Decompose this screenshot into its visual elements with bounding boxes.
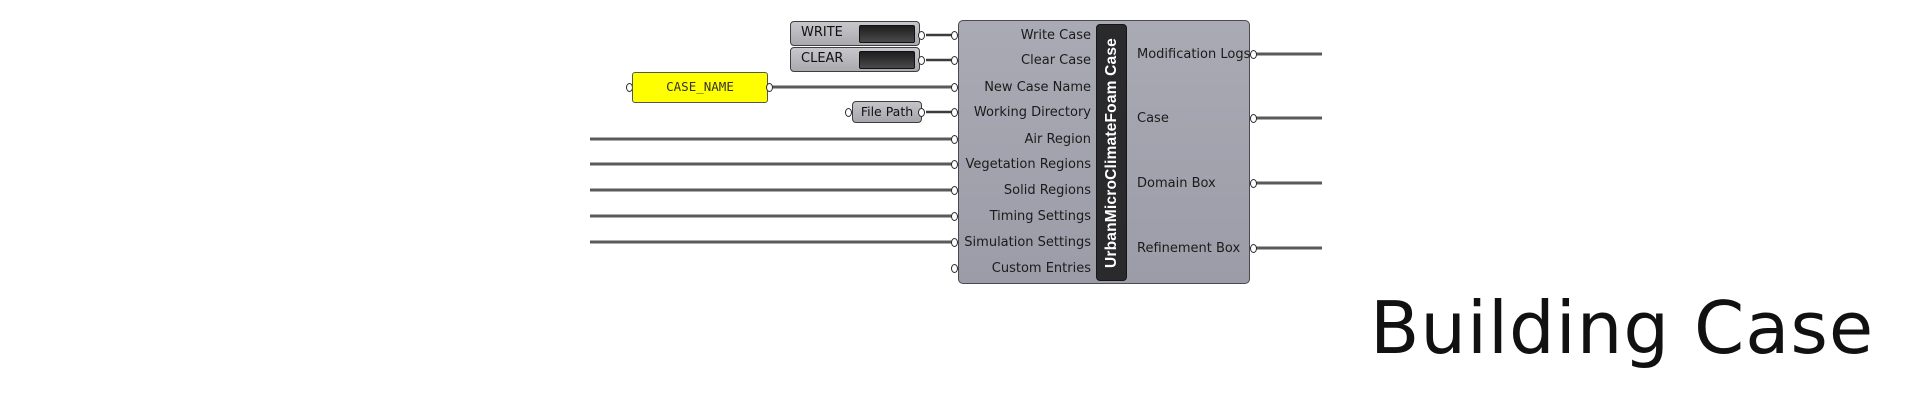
- input-air-region[interactable]: Air Region: [1024, 132, 1092, 147]
- write-toggle[interactable]: WRITE: [790, 21, 920, 46]
- input-clear-case[interactable]: Clear Case: [1021, 53, 1091, 68]
- input-solid-regions[interactable]: Solid Regions: [1003, 183, 1091, 198]
- output-refinement-box[interactable]: Refinement Box: [1137, 241, 1241, 256]
- grip-out-case[interactable]: [1250, 114, 1257, 123]
- component-title-strip[interactable]: UrbanMicroClimateFoam Case: [1096, 24, 1127, 281]
- input-simulation-settings[interactable]: Simulation Settings: [964, 235, 1091, 250]
- file-path-label: File Path: [860, 104, 914, 119]
- grip-in-write-case[interactable]: [951, 31, 958, 40]
- input-vegetation-regions[interactable]: Vegetation Regions: [965, 157, 1091, 172]
- page-title: Building Case: [1370, 286, 1875, 370]
- grip-out-refinement-box[interactable]: [1250, 244, 1257, 253]
- file-path-input-grip[interactable]: [845, 108, 852, 117]
- clear-toggle-switch[interactable]: [859, 51, 915, 69]
- component-title: UrbanMicroClimateFoam Case: [1102, 37, 1120, 268]
- case-name-panel-text[interactable]: CASE_NAME: [666, 79, 734, 94]
- output-case[interactable]: Case: [1137, 111, 1169, 126]
- grip-out-domain-box[interactable]: [1250, 179, 1257, 188]
- input-write-case[interactable]: Write Case: [1020, 28, 1091, 43]
- write-toggle-switch[interactable]: [859, 25, 915, 43]
- input-new-case-name[interactable]: New Case Name: [984, 80, 1091, 95]
- grip-in-simulation-settings[interactable]: [951, 238, 958, 247]
- component-outputs: Modification Logs Case Domain Box Refine…: [1127, 21, 1251, 283]
- output-modification-logs[interactable]: Modification Logs: [1137, 47, 1251, 62]
- panel-output-grip[interactable]: [766, 83, 773, 92]
- file-path-param[interactable]: File Path: [852, 101, 922, 123]
- write-toggle-label: WRITE: [801, 25, 843, 40]
- urbanmicroclimatefoam-case-component[interactable]: Write Case Clear Case New Case Name Work…: [958, 20, 1250, 284]
- input-working-directory[interactable]: Working Directory: [973, 105, 1091, 120]
- grip-in-solid-regions[interactable]: [951, 186, 958, 195]
- grip-in-working-directory[interactable]: [951, 108, 958, 117]
- grip-in-vegetation-regions[interactable]: [951, 160, 958, 169]
- case-name-panel[interactable]: CASE_NAME: [632, 72, 768, 103]
- write-toggle-output-grip[interactable]: [918, 31, 925, 40]
- input-custom-entries[interactable]: Custom Entries: [991, 261, 1091, 276]
- grip-in-new-case-name[interactable]: [951, 83, 958, 92]
- grip-in-timing-settings[interactable]: [951, 212, 958, 221]
- component-inputs: Write Case Clear Case New Case Name Work…: [959, 21, 1097, 283]
- grip-in-clear-case[interactable]: [951, 56, 958, 65]
- grip-in-air-region[interactable]: [951, 135, 958, 144]
- output-domain-box[interactable]: Domain Box: [1137, 176, 1216, 191]
- grip-in-custom-entries[interactable]: [951, 264, 958, 273]
- input-timing-settings[interactable]: Timing Settings: [989, 209, 1091, 224]
- file-path-output-grip[interactable]: [918, 108, 925, 117]
- clear-toggle-output-grip[interactable]: [918, 56, 925, 65]
- clear-toggle-label: CLEAR: [801, 51, 844, 66]
- grip-out-modification-logs[interactable]: [1250, 50, 1257, 59]
- clear-toggle[interactable]: CLEAR: [790, 47, 920, 72]
